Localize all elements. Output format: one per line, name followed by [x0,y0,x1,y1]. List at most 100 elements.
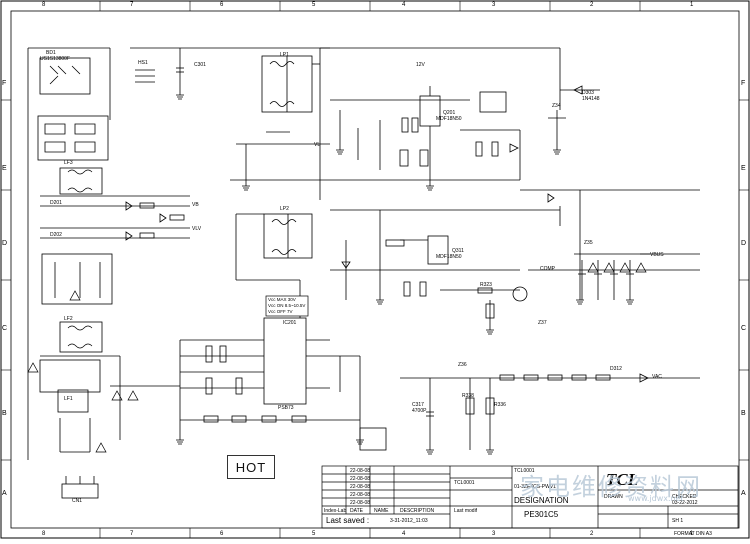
row-label-right-b: B [741,410,746,417]
label-z37: Z37 [538,320,547,326]
warning-icons [27,262,647,453]
spec-line-2: Vcc ON 8.5~10.5V [268,303,306,308]
hdr-desc: DESCRIPTION [400,508,435,514]
checked-value: 03-22-2012 [672,500,698,506]
label-ic201: IC201 [283,320,297,326]
hdr-date: DATE [350,508,363,514]
col-label-6: 6 [220,2,224,8]
label-z36: Z36 [458,362,467,368]
col-label-8: 8 [42,2,46,8]
row-label-right-e: E [741,165,746,172]
label-q311: Q311 [452,248,464,254]
rev-date-4: 22-08-08 [350,492,371,498]
watermark-url: www.jdwx.net [628,494,684,503]
label-d303: D303 [582,90,594,96]
row-label-c: C [2,325,8,332]
rev-date-1: 22-08-08 [350,468,371,474]
col-label-bottom-2: 2 [590,531,594,537]
label-d312: D312 [610,366,622,372]
vcc-spec-box [265,295,309,317]
col-label-4: 4 [402,2,406,8]
row-label-f: F [2,80,7,87]
label-z35: Z35 [584,240,593,246]
label-lp2: LP2 [280,206,289,212]
label-q201-part: MDF18N50 [436,116,462,122]
col-label-bottom-3: 3 [492,531,496,537]
wiring [27,47,700,499]
label-c317-val: 4700P [412,408,427,414]
company-logo: TCL [606,470,639,489]
checked-label: CHECKED [672,494,697,500]
col-label-2: 2 [590,2,594,8]
last-saved-value: 3-31-2012_11:03 [390,518,428,524]
projet-value: TCL0001 [454,480,475,486]
watermark-text: 家电维修资料网 [520,473,702,501]
col-label-bottom-8: 8 [42,531,46,537]
hdr-name: NAME [374,508,389,514]
ground-symbols [176,94,634,455]
label-cn1: CN1 [72,498,83,504]
label-ic201-part: PSB73 [278,405,294,411]
label-q201: Q201 [443,110,456,116]
col-label-bottom-5: 5 [312,531,316,537]
label-lp1: LP1 [280,52,289,58]
designation-label: DESIGNATION [514,496,569,505]
row-label-right-c: C [741,325,747,332]
row-label-right-a: A [741,490,746,497]
row-label-d: D [2,240,8,247]
net-12v: 12V [416,62,425,68]
hdr-index: Index-Lab [324,508,347,514]
rev-date-3: 22-08-08 [350,484,371,490]
label-c317: C317 [412,402,424,408]
designation-value: PE301C5 [524,510,559,519]
label-q311-part: MDF18N50 [436,254,462,260]
net-comp: COMP [540,266,555,272]
label-r336: R336 [494,402,506,408]
label-lf1: LF1 [64,396,73,402]
net-vbus: VBUS [650,252,664,258]
hot-side-label: HOT [227,455,275,479]
row-label-e: E [2,165,7,172]
label-lf2: LF2 [64,316,73,322]
label-lf3: LF3 [64,160,73,166]
sheet-number: SH 1 [672,518,684,524]
drawn-label: DRAWN [604,494,623,500]
net-vb-1: VB [192,202,199,208]
row-label-b: B [2,410,7,417]
label-r338: R338 [462,393,474,399]
net-vlv: VLV [192,226,202,232]
net-vac: VAC [652,374,662,380]
col-label-3: 3 [492,2,496,8]
last-saved-label: Last saved : [326,516,370,525]
label-hs1: HS1 [138,60,148,66]
spec-line-1: Vcc MAX 30V [268,297,296,302]
col-label-bottom-1: 1 [690,531,694,537]
col-label-1: 1 [690,2,694,8]
spec-line-3: Vcc OFF 7V [268,309,293,314]
rev-date-2: 22-08-08 [350,476,371,482]
rev-date-5: 22-08-08 [350,500,371,506]
label-c301: C301 [194,62,206,68]
label-r323: R323 [480,282,492,288]
label-z34: Z34 [552,103,561,109]
col-label-7: 7 [130,2,134,8]
model-value: 01-3ZE4CS-PWV1 [514,484,556,490]
label-d201: D201 [50,200,62,206]
label-bd1: BD1 [46,50,56,56]
row-label-a: A [2,490,7,497]
label-d202: D202 [50,232,62,238]
format-label: FORMAT DIN A3 [674,531,712,537]
projet-code: TCL0001 [514,468,535,474]
title-block [321,465,739,529]
row-label-right-d: D [741,240,747,247]
col-label-bottom-7: 7 [130,531,134,537]
label-d303-part: 1N4148 [582,96,600,102]
col-label-bottom-6: 6 [220,531,224,537]
row-label-right-f: F [741,80,746,87]
label-bd1-part: US1S13800F [40,56,71,62]
net-vl: VL [314,142,321,148]
hdr-last-modif: Last modif [454,508,478,514]
col-label-5: 5 [312,2,316,8]
